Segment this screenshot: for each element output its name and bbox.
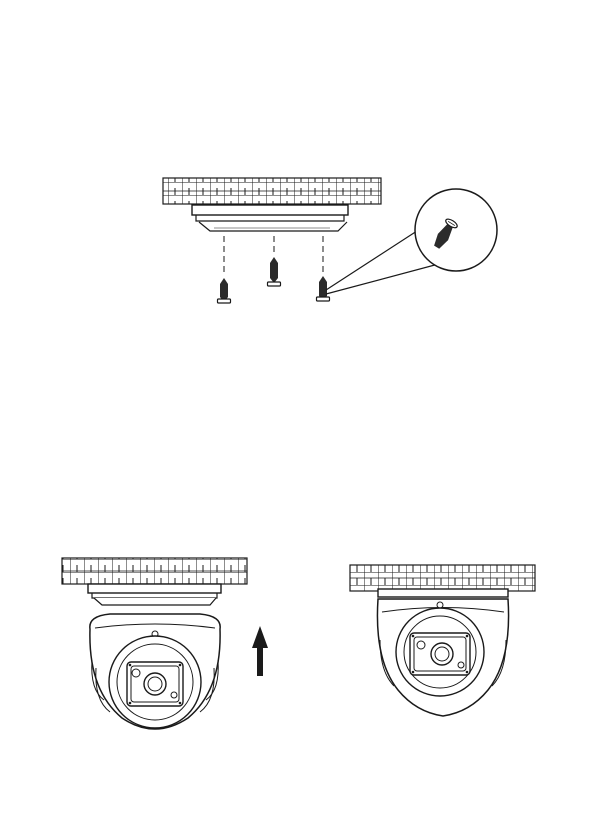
top-figure bbox=[163, 178, 497, 303]
mounting-base bbox=[88, 584, 221, 605]
ceiling-grid bbox=[62, 558, 247, 584]
camera-below-mount bbox=[62, 558, 268, 729]
mounting-base bbox=[192, 205, 348, 231]
camera-dome bbox=[377, 599, 508, 716]
camera-attached-to-mount bbox=[350, 565, 535, 716]
mounting-base bbox=[378, 589, 508, 597]
screw-magnifier bbox=[326, 189, 497, 294]
camera-dome bbox=[90, 614, 220, 729]
up-arrow bbox=[252, 626, 268, 676]
ceiling-grid bbox=[350, 565, 535, 591]
screw-center bbox=[268, 257, 281, 286]
ceiling-grid bbox=[163, 178, 381, 204]
screw-left bbox=[218, 278, 231, 303]
